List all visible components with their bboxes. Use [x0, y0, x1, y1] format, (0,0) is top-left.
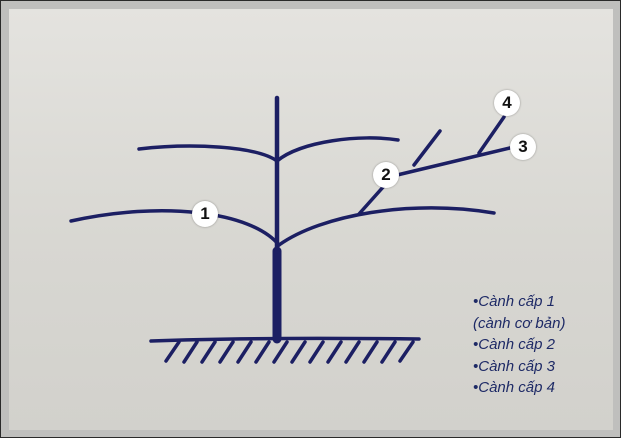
label-badge-3: 3 — [510, 134, 536, 160]
label-badge-4: 4 — [494, 90, 520, 116]
legend-item-branch-level-1: •Cành cấp 1 — [473, 293, 555, 310]
label-badge-1: 1 — [192, 201, 218, 227]
legend-item-branch-level-3: •Cành cấp 3 — [473, 357, 555, 375]
legend: •Cành cấp 1 (cành cơ bản) •Cành cấp 2 •C… — [473, 291, 619, 399]
upper-branches — [137, 136, 400, 163]
label-badge-2: 2 — [373, 162, 399, 188]
ground — [149, 336, 421, 364]
legend-item-branch-level-2: •Cành cấp 2 — [473, 336, 555, 353]
legend-item-branch-level-4: •Cành cấp 4 — [473, 379, 555, 396]
legend-item-branch-level-1-note: (cành cơ bản) — [473, 314, 566, 332]
lower-branches — [69, 206, 496, 247]
